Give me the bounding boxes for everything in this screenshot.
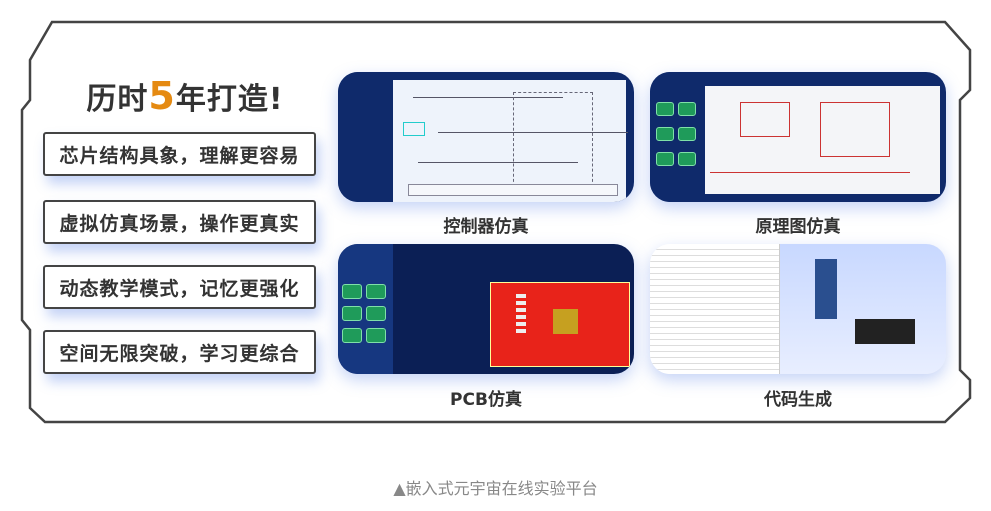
feature-box: 虚拟仿真场景，操作更真实 <box>43 200 316 244</box>
headline-prefix: 历时 <box>86 82 149 117</box>
pcb-sim-screenshot <box>338 244 634 374</box>
schematic-sim-screenshot <box>650 72 946 202</box>
panel-label: 控制器仿真 <box>443 217 529 237</box>
headline: 历时5年打造! <box>60 74 310 118</box>
feature-box: 动态教学模式，记忆更强化 <box>43 265 316 309</box>
headline-highlight: 5 <box>148 74 176 118</box>
panel-label: 原理图仿真 <box>755 217 841 237</box>
controller-sim-screenshot <box>338 72 634 202</box>
panel-label: PCB仿真 <box>450 390 522 410</box>
code-gen-screenshot <box>650 244 946 374</box>
feature-box: 空间无限突破，学习更综合 <box>43 330 316 374</box>
panel-label: 代码生成 <box>764 390 832 410</box>
headline-suffix: 年打造! <box>175 82 284 117</box>
feature-box: 芯片结构具象，理解更容易 <box>43 132 316 176</box>
image-caption: ▲嵌入式元宇宙在线实验平台 <box>393 479 598 498</box>
